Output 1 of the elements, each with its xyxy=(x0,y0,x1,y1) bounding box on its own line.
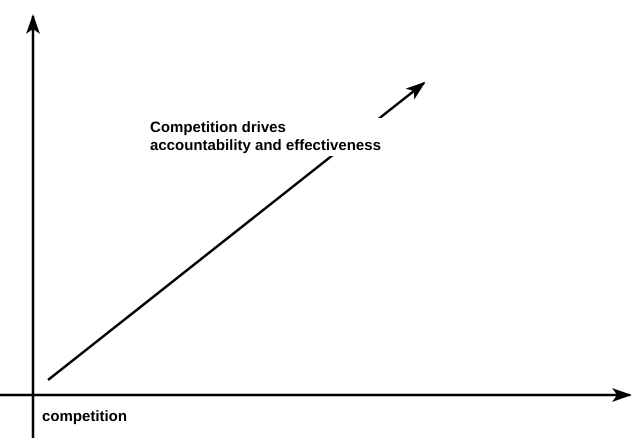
axis-label: competition xyxy=(42,408,127,426)
